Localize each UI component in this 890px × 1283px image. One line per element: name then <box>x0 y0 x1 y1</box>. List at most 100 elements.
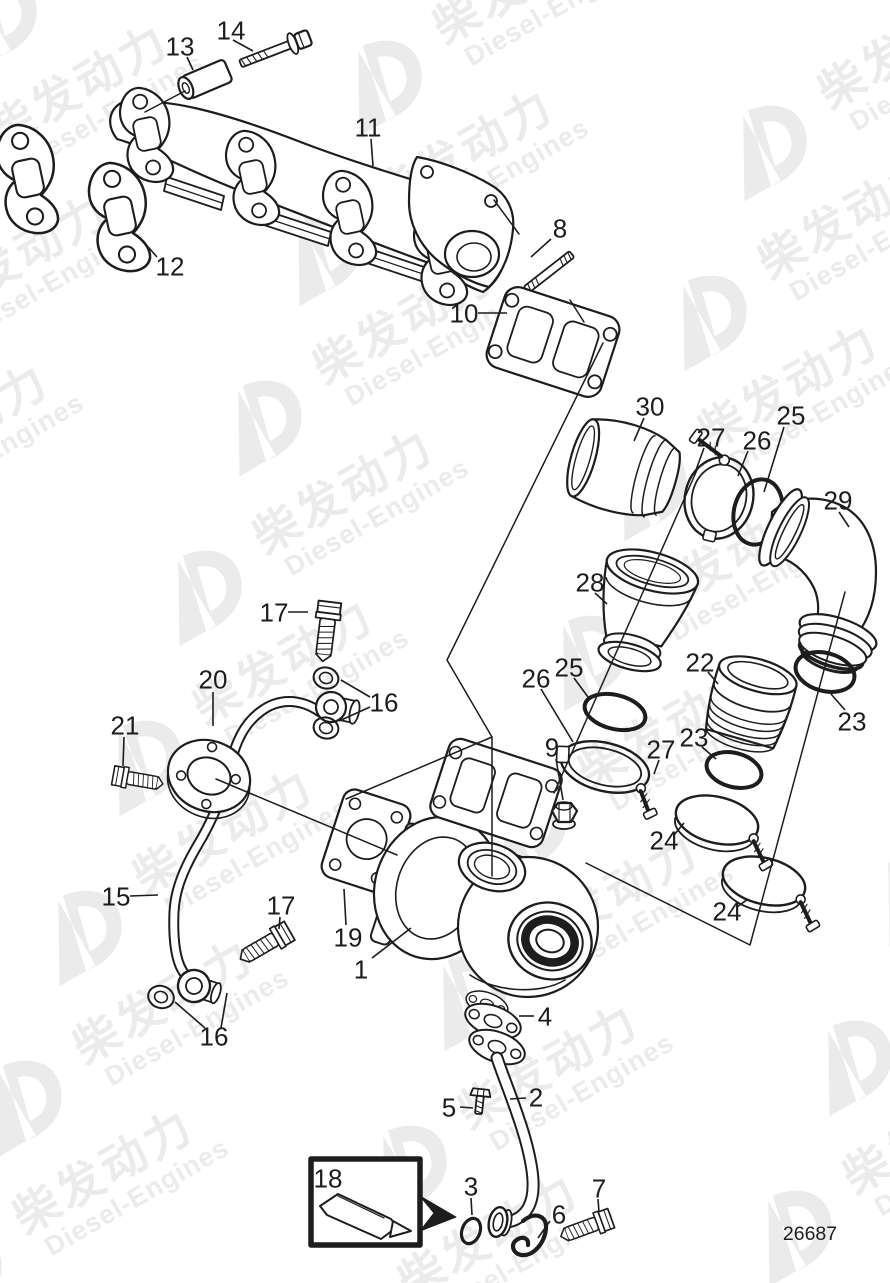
leader-line-25 <box>763 426 785 493</box>
leader-line-16 <box>174 1001 206 1029</box>
leader-line-14 <box>232 39 254 52</box>
callout-number-27: 27 <box>697 423 726 453</box>
leader-line-27 <box>695 447 705 471</box>
part-vclamp-26a <box>683 428 755 543</box>
leader-line-1 <box>371 927 412 959</box>
part-nut-9 <box>550 801 579 830</box>
leader-line-19 <box>343 888 347 926</box>
brand-logo-icon <box>140 534 258 648</box>
part-bolt-5 <box>469 1087 492 1116</box>
part-oring-23a <box>704 750 764 790</box>
part-turbocharger-1 <box>369 815 600 1023</box>
leader-line-7 <box>597 1198 600 1213</box>
leader-line-30 <box>633 417 645 442</box>
leader-line-12 <box>140 238 158 258</box>
callout-number-24: 24 <box>713 897 742 927</box>
leader-line-26 <box>540 688 574 743</box>
callout-number-13: 13 <box>166 32 195 62</box>
callout-number-26: 26 <box>743 426 772 456</box>
part-clip-6 <box>510 1213 549 1258</box>
callout-number-1: 1 <box>354 955 368 985</box>
brand-logo-icon <box>645 259 763 373</box>
part-spacer-13 <box>177 59 233 100</box>
leader-line-24 <box>673 822 685 836</box>
part-oil-pipe-15 <box>168 696 326 991</box>
brand-logo-icon <box>0 1214 18 1283</box>
callout-number-8: 8 <box>553 214 567 244</box>
leader-line-2 <box>509 1097 527 1100</box>
part-hose-30 <box>566 418 681 518</box>
brand-logo-icon <box>790 1004 890 1118</box>
leader-line-3 <box>470 1197 473 1216</box>
brand-logo-icon <box>850 834 890 948</box>
leader-line-5 <box>459 1106 474 1109</box>
part-bolt-14 <box>238 29 313 68</box>
brand-logo-icon <box>0 0 53 73</box>
part-drain-pipe-2 <box>487 1051 540 1238</box>
part-washer-16b <box>312 716 340 740</box>
callout-number-25: 25 <box>555 653 584 683</box>
part-oring-23b <box>793 650 857 694</box>
leader-line-23 <box>830 693 846 711</box>
leader-line-11 <box>370 138 374 167</box>
part-washer-16a <box>312 666 340 690</box>
part-vclamp-26b <box>555 740 658 820</box>
part-banjo-fitting-lower <box>176 968 222 1005</box>
callout-leader-lines <box>122 39 850 1239</box>
callout-number-28: 28 <box>576 568 605 598</box>
leader-line-27 <box>653 759 660 775</box>
part-reducer-28 <box>597 548 700 673</box>
part-washer-16c <box>147 984 175 1010</box>
brand-logo-icon <box>705 89 823 203</box>
callout-number-10: 10 <box>450 299 479 329</box>
callout-number-15: 15 <box>102 882 131 912</box>
callout-number-4: 4 <box>538 1002 552 1032</box>
callout-number-18: 18 <box>314 1164 343 1194</box>
part-sleeve-22 <box>704 655 798 753</box>
leader-line-26 <box>737 450 749 477</box>
callout-number-16: 16 <box>200 1022 229 1052</box>
callout-number-29: 29 <box>824 486 853 516</box>
leader-line-6 <box>537 1220 551 1239</box>
diagram-artwork <box>0 29 878 1258</box>
callout-number-23: 23 <box>838 707 867 737</box>
callout-number-24: 24 <box>650 826 679 856</box>
callout-number-21: 21 <box>111 711 140 741</box>
part-turbo-inlet-flange <box>429 737 563 849</box>
leader-line-16 <box>340 679 371 698</box>
leader-line-29 <box>838 511 850 528</box>
leader-line-28 <box>594 592 608 605</box>
leader-line-15 <box>129 894 159 897</box>
brand-logo-icon <box>200 364 318 478</box>
drawing-number: 26687 <box>783 1223 837 1245</box>
construction-lines <box>144 90 846 946</box>
callout-number-22: 22 <box>686 648 715 678</box>
callout-number-19: 19 <box>334 923 363 953</box>
leader-line-24 <box>736 898 749 908</box>
callout-number-23: 23 <box>680 723 709 753</box>
callout-number-5: 5 <box>442 1093 456 1123</box>
watermark-en-text: Diesel-Engines <box>74 0 269 7</box>
callout-number-25: 25 <box>777 401 806 431</box>
part-oring-25b <box>582 691 648 733</box>
callout-number-20: 20 <box>199 665 228 695</box>
callout-number-7: 7 <box>592 1174 606 1204</box>
part-sealant-box-18 <box>308 1156 457 1248</box>
leader-line-17 <box>278 916 281 930</box>
callout-number-17: 17 <box>260 598 289 628</box>
leader-line-9 <box>555 758 564 801</box>
leader-line-16 <box>338 706 371 722</box>
callout-number-26: 26 <box>522 664 551 694</box>
brand-logo-icon <box>0 1044 78 1158</box>
callout-number-27: 27 <box>647 735 676 765</box>
callout-number-14: 14 <box>217 16 246 46</box>
callout-number-16: 16 <box>370 688 399 718</box>
callout-number-12: 12 <box>156 252 185 282</box>
